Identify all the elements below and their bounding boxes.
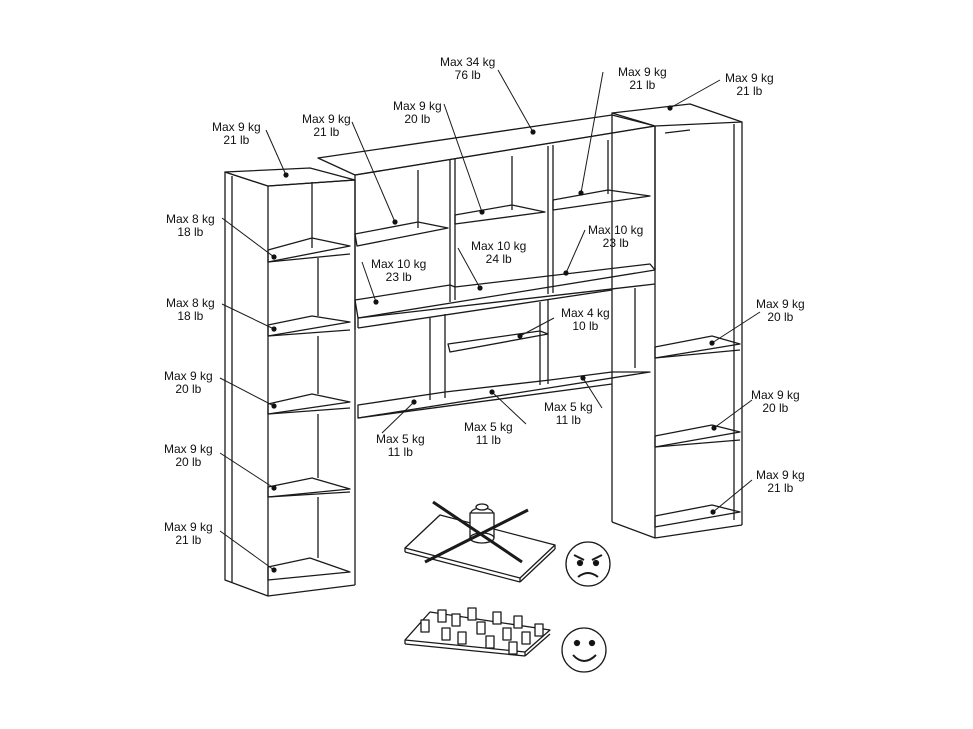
crossed-out-weight-icon	[404, 500, 556, 583]
load-point-dots	[271, 105, 717, 573]
angry-face-icon	[565, 541, 611, 587]
distributed-weights-icon	[404, 607, 551, 657]
leader-lines	[219, 69, 761, 571]
right-tall-unit	[611, 103, 743, 539]
left-tall-unit	[224, 167, 356, 597]
smiling-face-icon	[561, 627, 607, 673]
